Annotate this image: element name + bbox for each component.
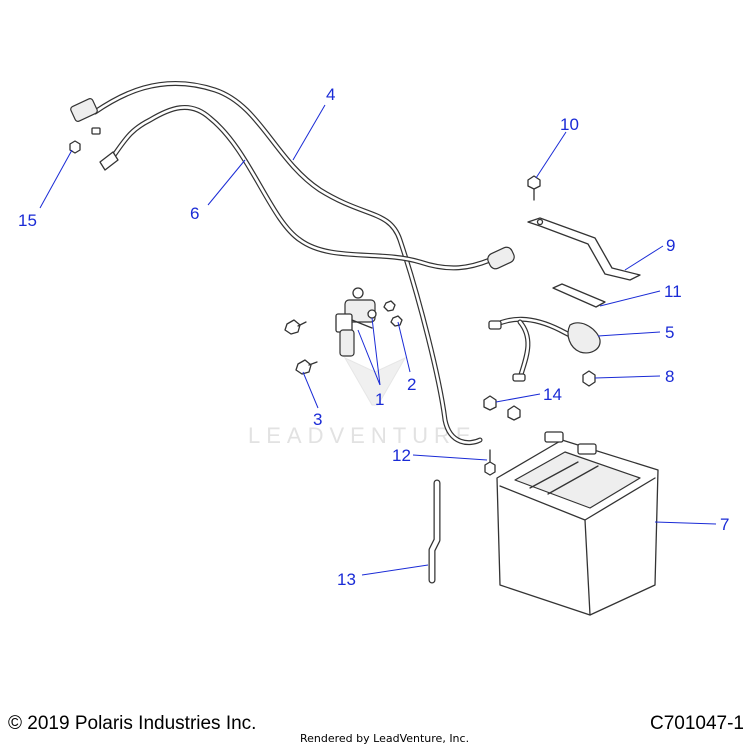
callout-11[interactable]: 11 (664, 282, 682, 301)
leader-1 (357, 329, 381, 386)
rendered-by-text: Rendered by LeadVenture, Inc. (300, 732, 470, 745)
callout-4[interactable]: 4 (326, 85, 335, 104)
part-3-screws[interactable] (284, 319, 318, 375)
leader-2 (397, 321, 411, 373)
leader-10 (535, 131, 567, 179)
leader-7 (654, 521, 717, 525)
copyright-text: © 2019 Polaris Industries Inc. (8, 713, 257, 734)
callout-15[interactable]: 15 (18, 211, 37, 230)
callout-6[interactable]: 6 (190, 204, 199, 223)
leader-11 (599, 290, 661, 307)
leader-4 (292, 104, 326, 161)
callout-5[interactable]: 5 (665, 323, 674, 342)
callout-3[interactable]: 3 (313, 410, 322, 429)
callout-1[interactable]: 1 (375, 390, 384, 409)
part-15-nut[interactable] (69, 140, 81, 154)
leader-1b (371, 317, 381, 386)
part-2-nuts[interactable] (383, 300, 403, 327)
leader-8 (594, 375, 661, 379)
callout-2[interactable]: 2 (407, 375, 416, 394)
part-11-pad[interactable] (552, 283, 606, 308)
callout-10[interactable]: 10 (560, 115, 579, 134)
watermark: LEADVENTURE (248, 356, 477, 448)
callouts: 1 2 3 4 5 6 7 8 9 10 11 12 13 14 15 (18, 85, 729, 589)
part-13-vent-tube[interactable] (428, 479, 441, 584)
callout-9[interactable]: 9 (666, 236, 675, 255)
callout-14[interactable]: 14 (543, 385, 562, 404)
part-6-cable[interactable] (99, 104, 516, 271)
callout-12[interactable]: 12 (392, 446, 411, 465)
part-4-cable[interactable] (70, 80, 483, 445)
leader-13 (361, 564, 429, 576)
part-5-cable-boot[interactable] (488, 316, 601, 382)
watermark-text: LEADVENTURE (248, 423, 477, 448)
diagram-code: C701047-1 (649, 713, 744, 734)
part-12-stud[interactable] (484, 449, 496, 476)
part-14-fasteners[interactable] (483, 395, 521, 421)
callout-7[interactable]: 7 (720, 515, 729, 534)
leader-15 (39, 149, 73, 209)
leader-12 (412, 454, 488, 461)
leader-14 (495, 393, 541, 403)
leader-5 (597, 331, 661, 337)
callout-13[interactable]: 13 (337, 570, 356, 589)
part-9-bracket[interactable] (527, 217, 641, 281)
leader-6 (207, 159, 246, 206)
part-10-bolt[interactable] (527, 175, 541, 201)
part-7-battery[interactable] (496, 431, 659, 616)
leader-9 (624, 245, 664, 271)
leader-lines (39, 104, 717, 576)
leader-3 (302, 371, 319, 409)
part-1-solenoid[interactable] (335, 287, 377, 357)
part-8-nut[interactable] (582, 370, 596, 387)
callout-8[interactable]: 8 (665, 367, 674, 386)
